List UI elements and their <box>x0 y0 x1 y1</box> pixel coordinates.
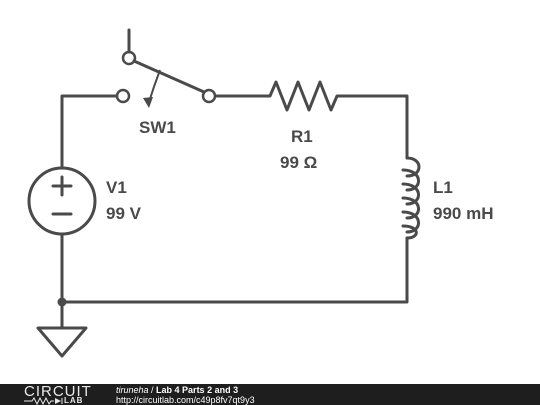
wire-top-left <box>60 94 119 170</box>
footer-bar: CIRCUIT LAB tiruneha / Lab 4 Parts 2 and… <box>0 384 540 405</box>
inductor-value: 990 mH <box>433 204 493 223</box>
resistor-r1[interactable] <box>260 80 346 112</box>
meta-separator: / <box>148 385 157 395</box>
ground-symbol-icon <box>36 326 88 358</box>
voltage-source-v1[interactable] <box>27 166 97 236</box>
author-name[interactable]: tiruneha <box>116 385 149 395</box>
switch-label: SW1 <box>139 118 176 137</box>
wire-resistor-inductor <box>342 94 409 160</box>
inductor-l1[interactable] <box>401 156 421 240</box>
circuit-schematic: SW1 R1 99 Ω L1 990 mH V1 99 V <box>27 28 493 358</box>
circuitlab-logo-lab: LAB <box>64 396 84 405</box>
circuit-title[interactable]: Lab 4 Parts 2 and 3 <box>156 385 239 395</box>
source-value: 99 V <box>106 204 142 223</box>
circuit-meta: tiruneha / Lab 4 Parts 2 and 3 <box>116 385 238 395</box>
resistor-logo-icon <box>24 397 63 405</box>
source-label: V1 <box>106 178 127 197</box>
circuit-url[interactable]: http://circuitlab.com/c49p8fv7qt9y3 <box>116 395 255 405</box>
wire-bottom <box>60 232 409 304</box>
switch-sw1[interactable] <box>115 28 217 108</box>
resistor-value: 99 Ω <box>280 153 317 172</box>
circuitlab-logo: CIRCUIT <box>24 383 92 400</box>
inductor-label: L1 <box>433 178 453 197</box>
resistor-label: R1 <box>291 127 313 146</box>
junction-node <box>57 297 67 307</box>
